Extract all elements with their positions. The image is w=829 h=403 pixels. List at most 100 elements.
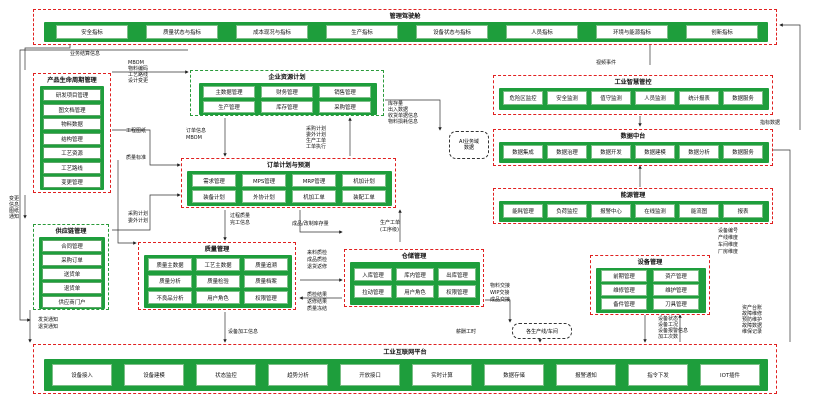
iot-item-4: 趋势分析 — [268, 364, 328, 386]
top-item-1: 安全指标 — [56, 25, 128, 39]
arrow-wms-line — [485, 299, 512, 323]
note-order-mbom: 订单信息 MBOM — [186, 128, 207, 141]
erp-item-2: 财务管理 — [261, 86, 313, 98]
note-drawing: 工程图纸 — [126, 128, 147, 134]
wms-item-2: 库内管理 — [396, 268, 434, 281]
iot-item-3: 状态监控 — [196, 364, 256, 386]
eam-item-5: 备件管理 — [601, 298, 647, 310]
eam-item-1: 前期管理 — [601, 270, 647, 282]
qms-item-5: 质量检验 — [196, 274, 240, 288]
arrow-right-dc — [769, 148, 791, 342]
group-plm: 产品生命周期管理 研发项目管理图文档管理物料数据结构管理工艺资源工艺路线变更管理 — [33, 73, 111, 193]
group-data-platform: 数据中台 数据集成数据治理数据开发数据建模数据分析数据服务 — [493, 129, 773, 166]
group-title: 能源管理 — [620, 192, 646, 199]
group-energy: 能源管理 能耗管理负荷监控报警中心在线监测能流图报表 — [493, 188, 773, 224]
plm-item-7: 变更管理 — [43, 176, 101, 188]
top-item-5: 设备状态与指标 — [416, 25, 488, 39]
energy-item-2: 负荷监控 — [547, 204, 587, 218]
note-purchase-plan: 采购计划 委外计划 生产工单 工单执行 — [306, 126, 327, 150]
erp-item-5: 库存管理 — [261, 101, 313, 113]
wms-item-5: 用户角色 — [396, 285, 434, 298]
note-mbom: MBOM 物料编码 工艺路线 设计变更 — [128, 60, 149, 84]
wms-item-6: 权限管理 — [438, 285, 476, 298]
energy-item-3: 报警中心 — [591, 204, 631, 218]
dc-item-4: 数据建模 — [635, 145, 675, 159]
energy-item-6: 报表 — [723, 204, 763, 218]
energy-item-1: 能耗管理 — [503, 204, 543, 218]
note-equipment-dims: 设备编号 产线维度 车间维度 厂房维度 — [718, 228, 739, 255]
energy-item-4: 在线监测 — [635, 204, 675, 218]
note-shipping: 发货通知 退货通知 — [38, 317, 59, 330]
energy-item-5: 能流图 — [679, 204, 719, 218]
group-iiot: 工业互联网平台 设备接入设备建模状态监控趋势分析开放接口实时计算数据存储报警通知… — [33, 344, 777, 394]
group-title: 数据中台 — [620, 133, 646, 140]
note-finished-stock: 成品/改制库存量 — [292, 221, 329, 227]
group-title: 管理驾驶舱 — [389, 13, 421, 20]
note-quality-standard: 质量标准 — [126, 155, 147, 161]
dc-item-5: 数据分析 — [679, 145, 719, 159]
plan-item-7: 机加工单 — [292, 190, 336, 203]
arrow-plan-wms — [299, 210, 343, 234]
top-item-2: 质量状态与指标 — [146, 25, 218, 39]
erp-item-4: 生产管理 — [203, 101, 255, 113]
plm-item-5: 工艺资源 — [43, 147, 101, 159]
group-erp: 企业资源计划 主数据管理财务管理销售管理生产管理库存管理采购管理 — [190, 70, 384, 116]
group-title: 供应链管理 — [55, 228, 87, 235]
eam-item-6: 刀具管理 — [653, 298, 699, 310]
arrow-erp-left — [19, 49, 188, 322]
group-title: 工业互联网平台 — [383, 349, 427, 356]
note-asset: 资产台账 故障维修 预防维护 故障数据 维保记录 — [742, 305, 763, 335]
arrow-plm-top — [24, 41, 72, 70]
smart-item-6: 数据服务 — [723, 91, 763, 105]
plm-item-6: 工艺路线 — [43, 161, 101, 174]
note-equipment-status: 设备状态 设备工况 设备报警信息 加工次数 — [658, 316, 689, 340]
band — [44, 22, 768, 42]
top-item-3: 成本现况与指标 — [236, 25, 308, 39]
iot-item-7: 数据存储 — [484, 364, 544, 386]
note-process-quality: 过程质量 完工信息 — [230, 213, 251, 226]
smart-item-1: 危险区监控 — [503, 91, 543, 105]
note-equipment-processing: 设备加工信息 — [228, 329, 259, 335]
plm-item-1: 研发项目管理 — [43, 89, 101, 101]
qms-item-2: 工艺主数据 — [196, 258, 240, 271]
note-video: 视频事件 — [596, 60, 617, 66]
group-management-cockpit: 管理驾驶舱 安全指标质量状态与指标成本现况与指标生产指标设备状态与指标人员指标环… — [33, 9, 777, 45]
eam-item-2: 资产管理 — [653, 270, 699, 282]
scm-item-1: 合同管理 — [42, 240, 102, 252]
scm-item-3: 送货单 — [42, 268, 102, 280]
scm-item-5: 供应商门户 — [42, 296, 102, 308]
top-item-8: 创新指标 — [686, 25, 758, 39]
top-item-6: 人员指标 — [506, 25, 578, 39]
qms-item-1: 质量主数据 — [148, 258, 192, 271]
qms-item-4: 质量分析 — [148, 274, 192, 288]
ai-data-node: AI业务域 数据 — [449, 131, 489, 159]
group-title: 企业资源计划 — [268, 74, 306, 81]
wms-item-3: 出库管理 — [438, 268, 476, 281]
arrow-scm-plan — [112, 193, 181, 231]
group-title: 订单计划与预测 — [266, 162, 311, 169]
qms-item-6: 质量档案 — [244, 274, 288, 288]
group-scm: 供应链管理 合同管理采购订单送货单退货单供应商门户 — [33, 224, 109, 310]
group-title: 设备管理 — [637, 259, 663, 266]
erp-item-3: 销售管理 — [319, 86, 371, 98]
eam-item-4: 维护管理 — [653, 284, 699, 296]
wms-item-4: 拉动管理 — [354, 285, 392, 298]
note-qc-result: 质检结果 返修结果 质量冻结 — [307, 292, 328, 312]
note-inventory: 库存量 出入数据 收货单据信息 物料损耗信息 — [388, 101, 419, 125]
iot-item-2: 设备建模 — [124, 364, 184, 386]
dc-item-6: 数据服务 — [723, 145, 763, 159]
plm-item-4: 结构管理 — [43, 132, 101, 145]
wms-item-1: 入库管理 — [354, 268, 392, 281]
plm-item-3: 物料数据 — [43, 118, 101, 130]
iot-item-8: 报警通知 — [556, 364, 616, 386]
group-equipment: 设备管理 前期管理资产管理维修管理维护管理备件管理刀具管理 — [590, 255, 710, 315]
erp-item-6: 采购管理 — [319, 101, 371, 113]
plan-item-5: 装备计划 — [192, 190, 236, 203]
group-warehouse: 仓储管理 入库管理库内管理出库管理拉动管理用户角色权限管理 — [344, 249, 484, 307]
group-quality: 质量管理 质量主数据工艺主数据质量追溯质量分析质量检验质量档案不良品分析用户角色… — [138, 242, 296, 310]
group-title: 产品生命周期管理 — [47, 77, 97, 84]
smart-item-2: 安全监测 — [547, 91, 587, 105]
scm-item-4: 退货单 — [42, 282, 102, 294]
